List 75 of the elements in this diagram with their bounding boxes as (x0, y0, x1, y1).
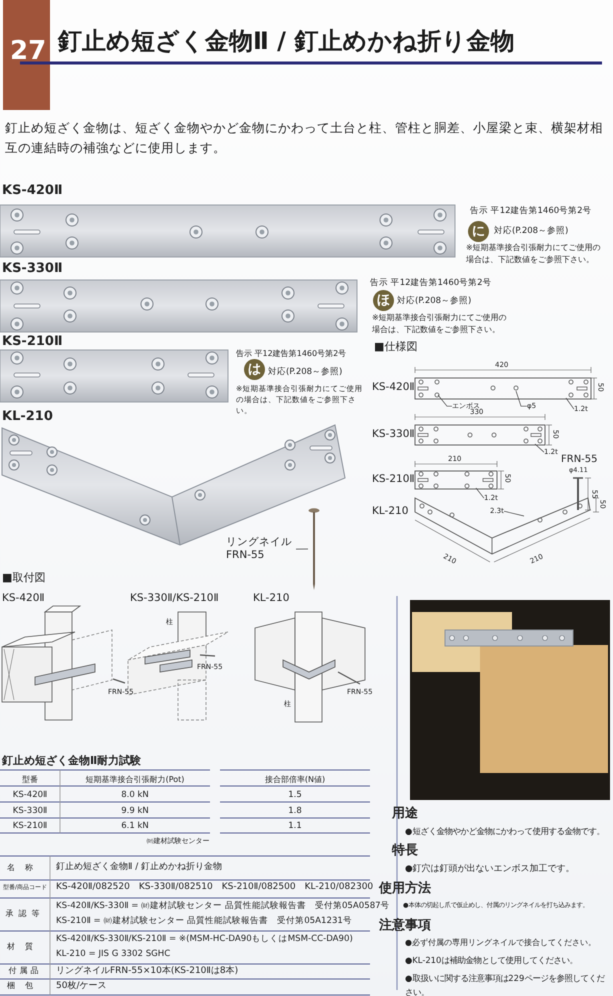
model-label: KS-330Ⅱ (372, 428, 415, 441)
leader-line (534, 444, 544, 453)
kana-badge: ほ (373, 290, 394, 311)
nail-photo (308, 508, 320, 590)
table-value: リングネイルFRN-55×10本(KS-210Ⅱは8本) (56, 966, 238, 977)
column-heading: 接合部倍率(N値) (264, 775, 326, 785)
table-value: 釘止め短ざく金物Ⅱ / 釘止めかね折り金物 (56, 862, 222, 873)
intro-text: 釘止め短ざく金物は、短ざく金物やかど金物にかわって土台と柱、管柱と胴差、小屋梁と束、横架材相互の連結時の補強などに使用します。 (5, 119, 604, 157)
model-heading: KS-210Ⅱ (2, 334, 63, 350)
notice-text: 告示 平12建告第1460号第2号 (236, 349, 346, 359)
reference-text: 対応(P.208～参照) (268, 367, 342, 378)
model-label: KS-330Ⅱ/KS-210Ⅱ (130, 592, 219, 605)
table-value: KS-330Ⅱ (12, 806, 48, 816)
row-heading: 梱包 (7, 981, 43, 991)
model-label: KS-210Ⅱ (372, 473, 415, 486)
reference-text: 対応(P.208～参照) (397, 296, 472, 306)
row-heading: 材質 (7, 942, 43, 952)
kana-badge: に (468, 221, 489, 242)
section-heading: ■仕様図 (374, 340, 418, 354)
table-value: 8.0 kN (121, 790, 149, 800)
section-heading: 用途 (392, 806, 418, 822)
table-value: KS-210Ⅱ = ㈶建材試験センター 品質性能試験報告書 受付第05A1231号 (56, 916, 352, 926)
leader-line (566, 398, 574, 410)
table-value: 1.1 (288, 821, 302, 832)
section-heading: 注意事項 (379, 918, 431, 934)
table-value: KS-420Ⅱ/KS-330Ⅱ = ㈶建材試験センター 品質性能試験報告書 受付第05A0587号 (56, 901, 390, 912)
bullet-text: ●KL-210は補助金物として使用してください。 (405, 955, 578, 966)
table-value: KL-210 = JIS G 3302 SGHC (56, 949, 170, 960)
notice-text: 告示 平12建告第1460号第2号 (370, 278, 492, 288)
note-text: ※短期基準接合引張耐力にてご使用の場合は、下記数値をご参照下さい。 (372, 312, 508, 336)
callout-text: リングネイル FRN-55 (226, 536, 296, 562)
leader-line (516, 390, 528, 407)
table-value: KS-420Ⅱ/082520 KS-330Ⅱ/082510 KS-210Ⅱ/082500 KL-210/082300 (56, 882, 374, 893)
spec-drawing (414, 378, 592, 400)
bullet-text: ●釘穴は釘頭が出ないエンボス加工です。 (405, 864, 575, 875)
bullet-text: ●必ず付属の専用リングネイルで接合してください。 (405, 938, 596, 948)
reference-text: 対応(P.208～参照) (494, 226, 568, 236)
note-text: ※短期基準接合引張耐力にてご使用の場合は、下記数値をご参照下さい。 (466, 242, 602, 266)
model-label: KS-420Ⅱ (2, 592, 45, 605)
table-value: 50枚/ケース (56, 981, 106, 992)
table-value: KS-210Ⅱ (12, 821, 48, 832)
table-value: KS-420Ⅱ (12, 790, 48, 800)
bullet-text: ●取扱いに関する注意事項は229ページを参照してください。 (405, 972, 606, 996)
leader-line (504, 510, 524, 516)
row-heading: 名称 (7, 863, 43, 873)
row-heading: 承認等 (6, 909, 44, 919)
model-heading: KL-210 (2, 409, 53, 425)
kana-badge: は (244, 359, 265, 380)
leader-line (296, 548, 308, 550)
spec-drawing (414, 424, 546, 446)
table-value: 1.5 (288, 790, 302, 800)
table-value: 9.9 kN (121, 806, 149, 816)
table-value: 6.1 kN (121, 821, 149, 832)
leader-line (476, 488, 484, 499)
column-heading: 短期基準接合引張耐力(Pot) (86, 775, 184, 785)
table-value: KS-420Ⅱ/KS-330Ⅱ/KS-210Ⅱ = ※(MSM-HC-DA90もしくはMSM-CC-DA90) (56, 934, 353, 944)
model-heading: KS-330Ⅱ (2, 261, 63, 277)
table-value: 1.8 (288, 806, 302, 816)
model-heading: KS-420Ⅱ (2, 183, 63, 199)
section-heading: ■取付図 (2, 571, 46, 584)
spec-drawing (414, 470, 498, 490)
leader-line (438, 394, 452, 407)
model-label: KS-420Ⅱ (372, 381, 415, 394)
section-heading: 使用方法 (379, 881, 431, 897)
table-title: 釘止め短ざく金物Ⅱ耐力試験 (2, 754, 142, 768)
section-heading: 特長 (392, 843, 418, 859)
model-label: KL-210 (253, 592, 290, 605)
section-number: 27 (10, 36, 46, 68)
page-title: 釘止め短ざく金物Ⅱ / 釘止めかね折り金物 (58, 27, 514, 56)
bullet-text: ●短ざく金物やかど金物にかわって使用する金物です。 (405, 826, 604, 836)
part-label: FRN-55 (561, 454, 598, 466)
notice-text: 告示 平12建告第1460号第2号 (470, 206, 592, 216)
model-label: KL-210 (372, 505, 408, 518)
column-heading: 型番 (22, 775, 38, 785)
row-heading: 付属品 (8, 966, 42, 976)
